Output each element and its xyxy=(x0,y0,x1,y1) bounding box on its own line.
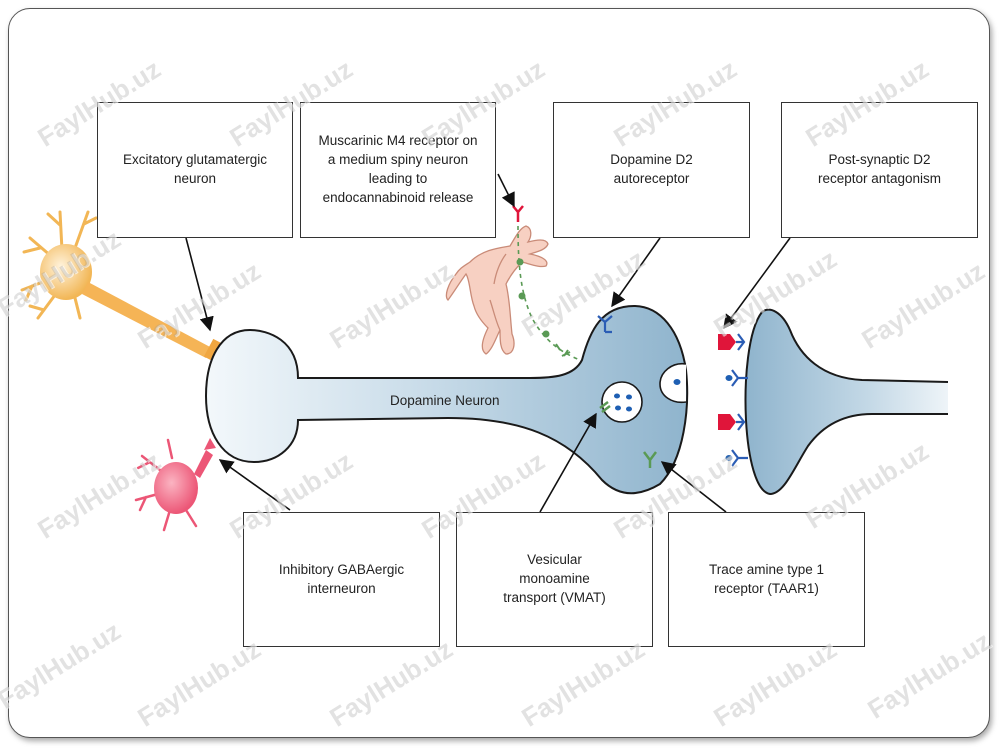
arrow-muscarinic xyxy=(497,173,515,208)
d2-antagonist-bound-receptor xyxy=(718,333,746,351)
synaptic-vesicle xyxy=(601,381,643,423)
postsynaptic-d2-receptor xyxy=(731,369,748,387)
postsynaptic-neuron xyxy=(718,308,949,496)
fusing-vesicle xyxy=(659,362,687,404)
vmat-transporter xyxy=(599,401,611,413)
label-glutamatergic-neuron: Excitatory glutamatergic neuron xyxy=(97,102,293,238)
pointer-arrows xyxy=(185,173,791,513)
d2-antagonist-bound-receptor xyxy=(718,413,746,431)
glutamatergic-neuron xyxy=(20,210,223,362)
arrow-d2-autoreceptor xyxy=(611,237,661,308)
taar1-receptor xyxy=(643,451,657,468)
muscarinic-m4-receptor xyxy=(512,205,581,361)
label-taar1: Trace amine type 1 receptor (TAAR1) xyxy=(668,512,865,647)
arrow-taar1 xyxy=(660,461,727,513)
arrow-postsynaptic xyxy=(723,237,791,330)
gabaergic-interneuron xyxy=(134,438,216,532)
label-postsynaptic-d2-antagonism: Post-synaptic D2 receptor antagonism xyxy=(781,102,978,238)
label-gabaergic-interneuron: Inhibitory GABAergic interneuron xyxy=(243,512,440,647)
arrow-vmat xyxy=(539,412,597,513)
label-muscarinic-m4-receptor: Muscarinic M4 receptor on a medium spiny… xyxy=(300,102,496,238)
label-vmat: Vesicular monoamine transport (VMAT) xyxy=(456,512,653,647)
label-d2-autoreceptor: Dopamine D2 autoreceptor xyxy=(553,102,750,238)
postsynaptic-d2-receptor xyxy=(731,449,748,467)
arrow-gabaergic xyxy=(218,459,291,511)
arrow-glutamatergic xyxy=(185,237,214,332)
dopamine-neuron-label: Dopamine Neuron xyxy=(390,393,500,408)
medium-spiny-neuron xyxy=(445,225,549,355)
d2-autoreceptor xyxy=(597,315,613,334)
